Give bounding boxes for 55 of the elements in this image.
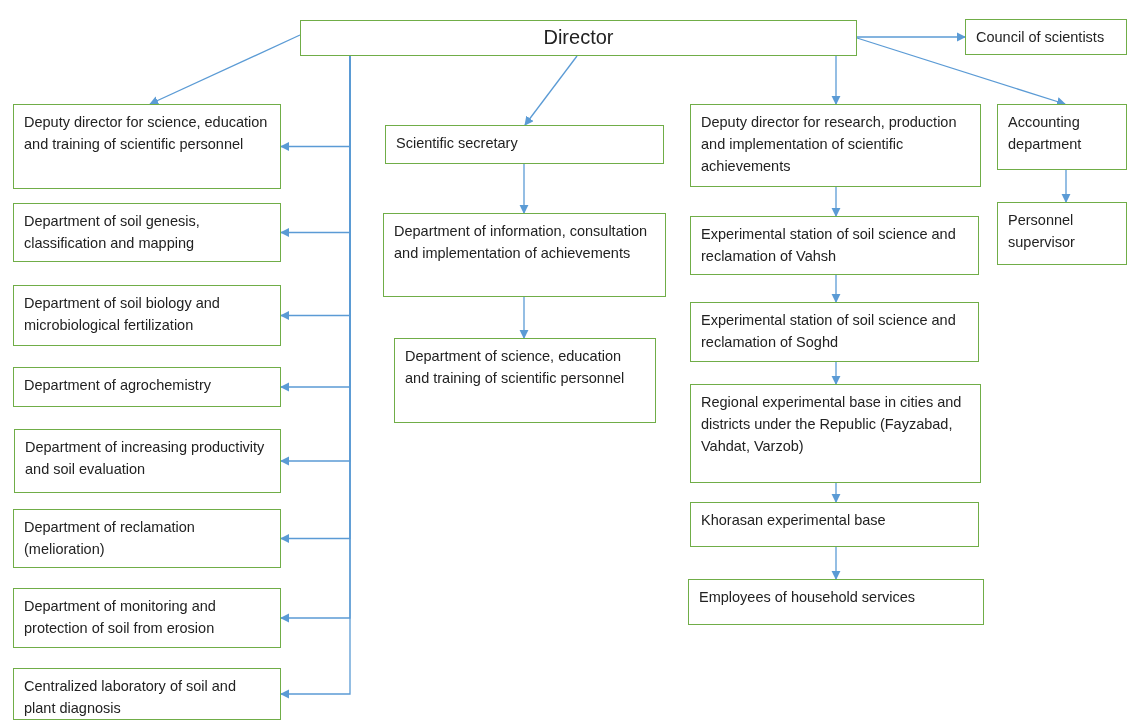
- connector-arrow: [831, 482, 841, 503]
- connector-arrow: [831, 361, 841, 385]
- unit-name: Centralized laboratory of soil and plant diagnosis: [24, 678, 236, 716]
- org-unit-box: [13, 588, 281, 648]
- unit-name: Scientific secretary: [396, 135, 518, 151]
- unit-name: Regional experimental base in cities and districts under the Republic (Fayzabad, Vahdat, Varzob): [701, 394, 962, 454]
- unit-name: Department of agrochemistry: [24, 377, 211, 393]
- connector-arrow: [831, 546, 841, 580]
- connector-arrow: [1061, 169, 1071, 203]
- unit-name: Deputy director for science, education and training of scientific personnel: [24, 114, 268, 152]
- org-unit-box: [13, 203, 281, 262]
- org-unit-box: [13, 509, 281, 568]
- org-unit-box: [690, 502, 979, 547]
- unit-name: Department of increasing productivity and soil evaluation: [25, 439, 265, 477]
- unit-name: Department of science, education and training of scientific personnel: [405, 348, 625, 386]
- unit-name: Experimental station of soil science and reclamation of Soghd: [701, 312, 956, 350]
- org-unit-box: [14, 429, 281, 493]
- connector-arrow: [856, 37, 1066, 106]
- connector-arrow: [856, 32, 966, 42]
- connector-arrow: [519, 163, 529, 214]
- unit-name: Personnel supervisor: [1008, 212, 1075, 250]
- unit-name: Experimental station of soil science and reclamation of Vahsh: [701, 226, 956, 264]
- org-unit-box: [997, 202, 1127, 265]
- unit-name: Department of soil biology and microbiological fertilization: [24, 295, 220, 333]
- org-unit-box: [688, 579, 984, 625]
- org-unit-box: [13, 285, 281, 346]
- unit-name: Council of scientists: [976, 29, 1105, 45]
- unit-name: Department of reclamation (melioration): [24, 519, 195, 557]
- connector-arrow: [831, 55, 841, 105]
- unit-name: Deputy director for research, production and implementation of scientific achievements: [701, 114, 957, 174]
- connector-arrow: [831, 274, 841, 303]
- org-unit-box: [394, 338, 656, 423]
- unit-name: Department of information, consultation and implementation of achievements: [394, 223, 648, 261]
- connector-arrow: [524, 55, 578, 126]
- unit-name: Director: [543, 26, 614, 48]
- unit-name: Department of monitoring and protection of soil from erosion: [24, 598, 216, 636]
- director-box: [300, 20, 857, 56]
- org-unit-box: [690, 384, 981, 483]
- org-unit-box: [13, 668, 281, 720]
- org-unit-box: [383, 213, 666, 297]
- org-unit-box: [13, 104, 281, 189]
- connector-arrow: [831, 186, 841, 217]
- org-unit-box: [965, 19, 1127, 55]
- unit-name: Khorasan experimental base: [701, 512, 886, 528]
- unit-name: Employees of household services: [699, 589, 915, 605]
- unit-name: Department of soil genesis, classification and mapping: [24, 213, 200, 251]
- connector-arrow: [519, 296, 529, 339]
- org-unit-box: [13, 367, 281, 407]
- org-unit-box: [997, 104, 1127, 170]
- connector-arrow: [149, 34, 301, 105]
- org-unit-box: [690, 302, 979, 362]
- unit-name: Accounting department: [1008, 114, 1082, 152]
- org-unit-box: [385, 125, 664, 164]
- org-unit-box: [690, 104, 981, 187]
- org-unit-box: [690, 216, 979, 275]
